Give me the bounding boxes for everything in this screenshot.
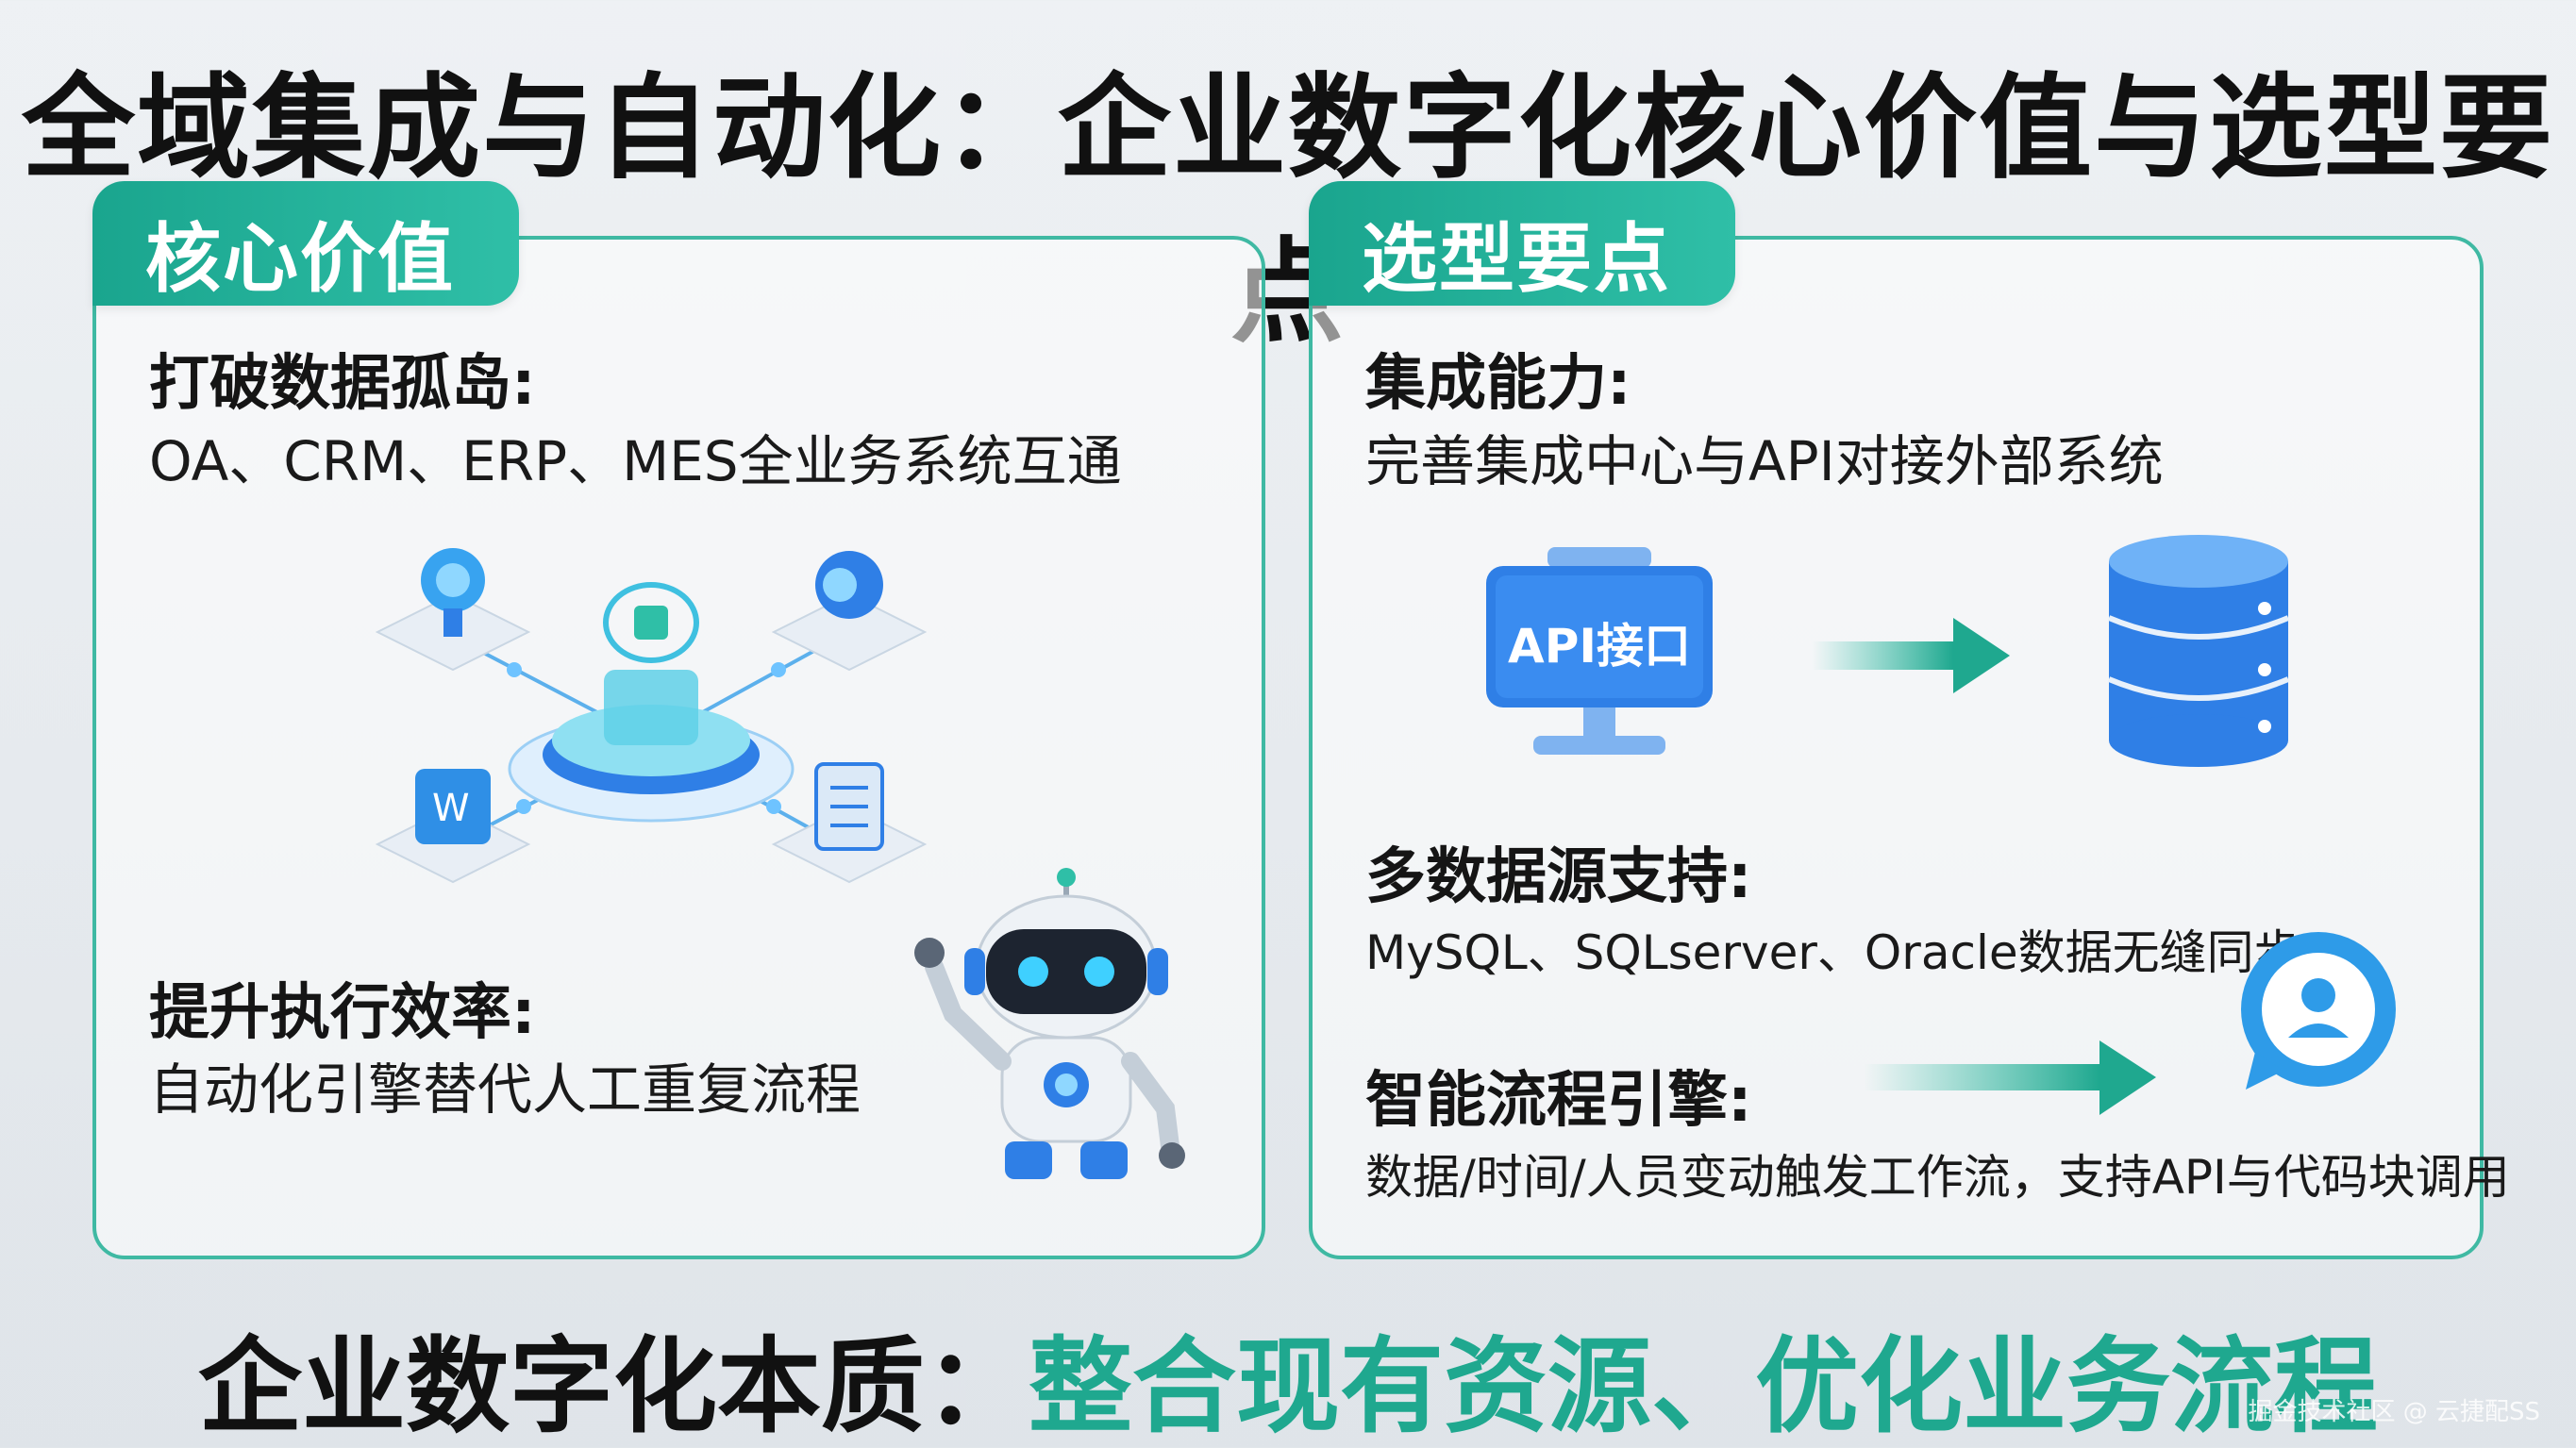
section-text-integration: 完善集成中心与API对接外部系统 <box>1365 429 2164 493</box>
footer-accent: 整合现有资源、优化业务流程 <box>1029 1326 2378 1447</box>
section-heading-workflow: 智能流程引擎: <box>1365 1066 1752 1136</box>
watermark: 掘金技术社区 @ 云捷配SS <box>2248 1398 2540 1426</box>
section-heading-efficiency: 提升执行效率: <box>149 978 536 1048</box>
svg-text:W: W <box>432 787 470 830</box>
footer-summary: 企业数字化本质：整合现有资源、优化业务流程 <box>0 1302 2576 1448</box>
tab-core-value: 核心价值 <box>92 181 519 306</box>
section-text-efficiency: 自动化引擎替代人工重复流程 <box>149 1057 861 1122</box>
footer-lead: 企业数字化本质： <box>198 1326 1029 1447</box>
api-interface-label: API接口 <box>1508 619 1691 674</box>
section-text-multi-source: MySQL、SQLserver、Oracle数据无缝同步 <box>1365 925 2301 980</box>
section-text-workflow: 数据/时间/人员变动触发工作流，支持API与代码块调用 <box>1365 1150 2510 1205</box>
user-badge-icon <box>2241 932 2396 1090</box>
arrow-right-icon <box>1864 1040 2156 1115</box>
section-heading-integration: 集成能力: <box>1365 349 1631 419</box>
api-monitor-icon <box>1486 547 1713 755</box>
tab-selection-points: 选型要点 <box>1309 181 1735 306</box>
database-icon <box>2107 535 2290 767</box>
network-hub-icon: W <box>375 548 928 884</box>
robot-icon <box>914 868 1185 1179</box>
section-text-data-silo: OA、CRM、ERP、MES全业务系统互通 <box>149 429 1122 493</box>
section-heading-data-silo: 打破数据孤岛: <box>149 349 536 419</box>
arrow-right-icon <box>1812 618 2010 693</box>
section-heading-multi-source: 多数据源支持: <box>1365 842 1752 912</box>
